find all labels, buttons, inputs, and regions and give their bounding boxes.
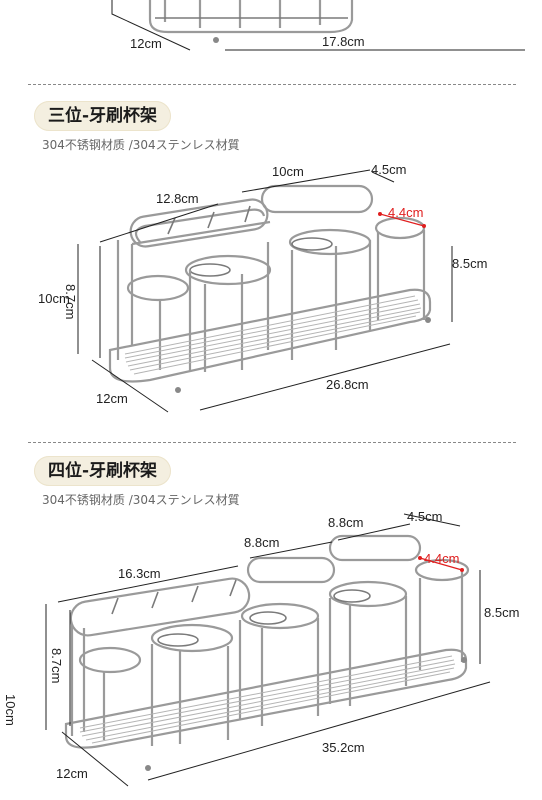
four-dim-length: 35.2cm <box>322 740 365 755</box>
three-dim-left-width: 12.8cm <box>156 191 199 206</box>
four-dim-mid-width-a: 8.8cm <box>244 535 280 550</box>
three-dim-depth: 12cm <box>96 391 128 406</box>
three-dim-cup-depth: 4.5cm <box>371 162 407 177</box>
four-dim-left-width: 16.3cm <box>118 566 161 581</box>
three-dim-mid-width: 10cm <box>272 164 304 179</box>
three-dim-height-right: 8.5cm <box>452 256 488 271</box>
four-dim-depth: 12cm <box>56 766 88 781</box>
top-depth-label: 12cm <box>130 36 162 51</box>
three-dim-height-total: 10cm <box>38 291 70 306</box>
three-position-rack-drawing <box>77 169 453 413</box>
four-dim-height-right: 8.5cm <box>484 605 520 620</box>
four-dim-cup-depth: 4.5cm <box>407 509 443 524</box>
three-dim-height-frame: 8.7cm <box>63 284 78 320</box>
top-rack-fragment <box>111 0 525 51</box>
section-divider-2 <box>28 442 516 443</box>
four-position-rack-drawing <box>45 513 491 787</box>
four-dim-mid-width-b: 8.8cm <box>328 515 364 530</box>
three-dim-cup-diameter: 4.4cm <box>388 205 424 220</box>
three-dim-length: 26.8cm <box>326 377 369 392</box>
four-dim-height-total: 10cm <box>3 694 18 726</box>
section-four-subtitle: 304不锈钢材质 /304ステンレス材質 <box>42 493 240 507</box>
section-divider-1 <box>28 84 516 85</box>
section-four-title: 四位-牙刷杯架 <box>34 456 172 486</box>
section-three-subtitle: 304不锈钢材质 /304ステンレス材質 <box>42 138 240 152</box>
four-dim-cup-diameter: 4.4cm <box>424 551 460 566</box>
four-dim-height-frame: 8.7cm <box>49 648 64 684</box>
top-length-label: 17.8cm <box>322 34 365 49</box>
section-three-title: 三位-牙刷杯架 <box>34 101 172 131</box>
